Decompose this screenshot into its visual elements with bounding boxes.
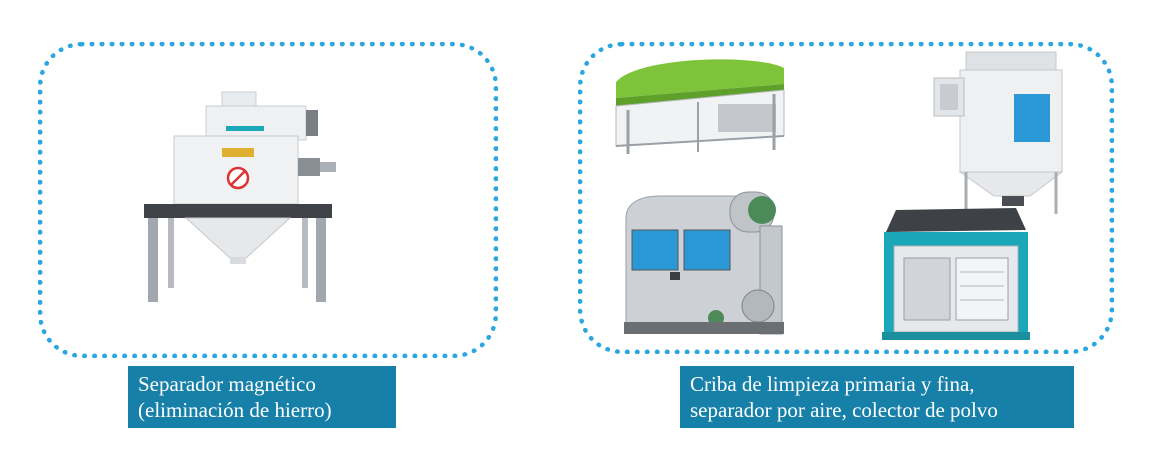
fine-cleaning-sieve-image <box>882 208 1030 340</box>
cleaning-machines-frame <box>578 42 1114 354</box>
caption-line: (eliminación de hierro) <box>138 398 332 422</box>
caption-line: Criba de limpieza primaria y fina, <box>690 372 975 396</box>
dust-collector-image <box>933 51 1064 214</box>
magnetic-separator-caption: Separador magnético (eliminación de hier… <box>128 366 396 428</box>
magnetic-separator-image <box>144 91 336 302</box>
drum-sieve-image <box>615 59 785 154</box>
cleaning-machines-caption: Criba de limpieza primaria y fina, separ… <box>680 366 1074 428</box>
air-separator-image <box>624 191 784 335</box>
magnetic-separator-frame <box>38 42 498 358</box>
caption-line: Separador magnético <box>138 372 316 396</box>
caption-line: separador por aire, colector de polvo <box>690 398 998 422</box>
